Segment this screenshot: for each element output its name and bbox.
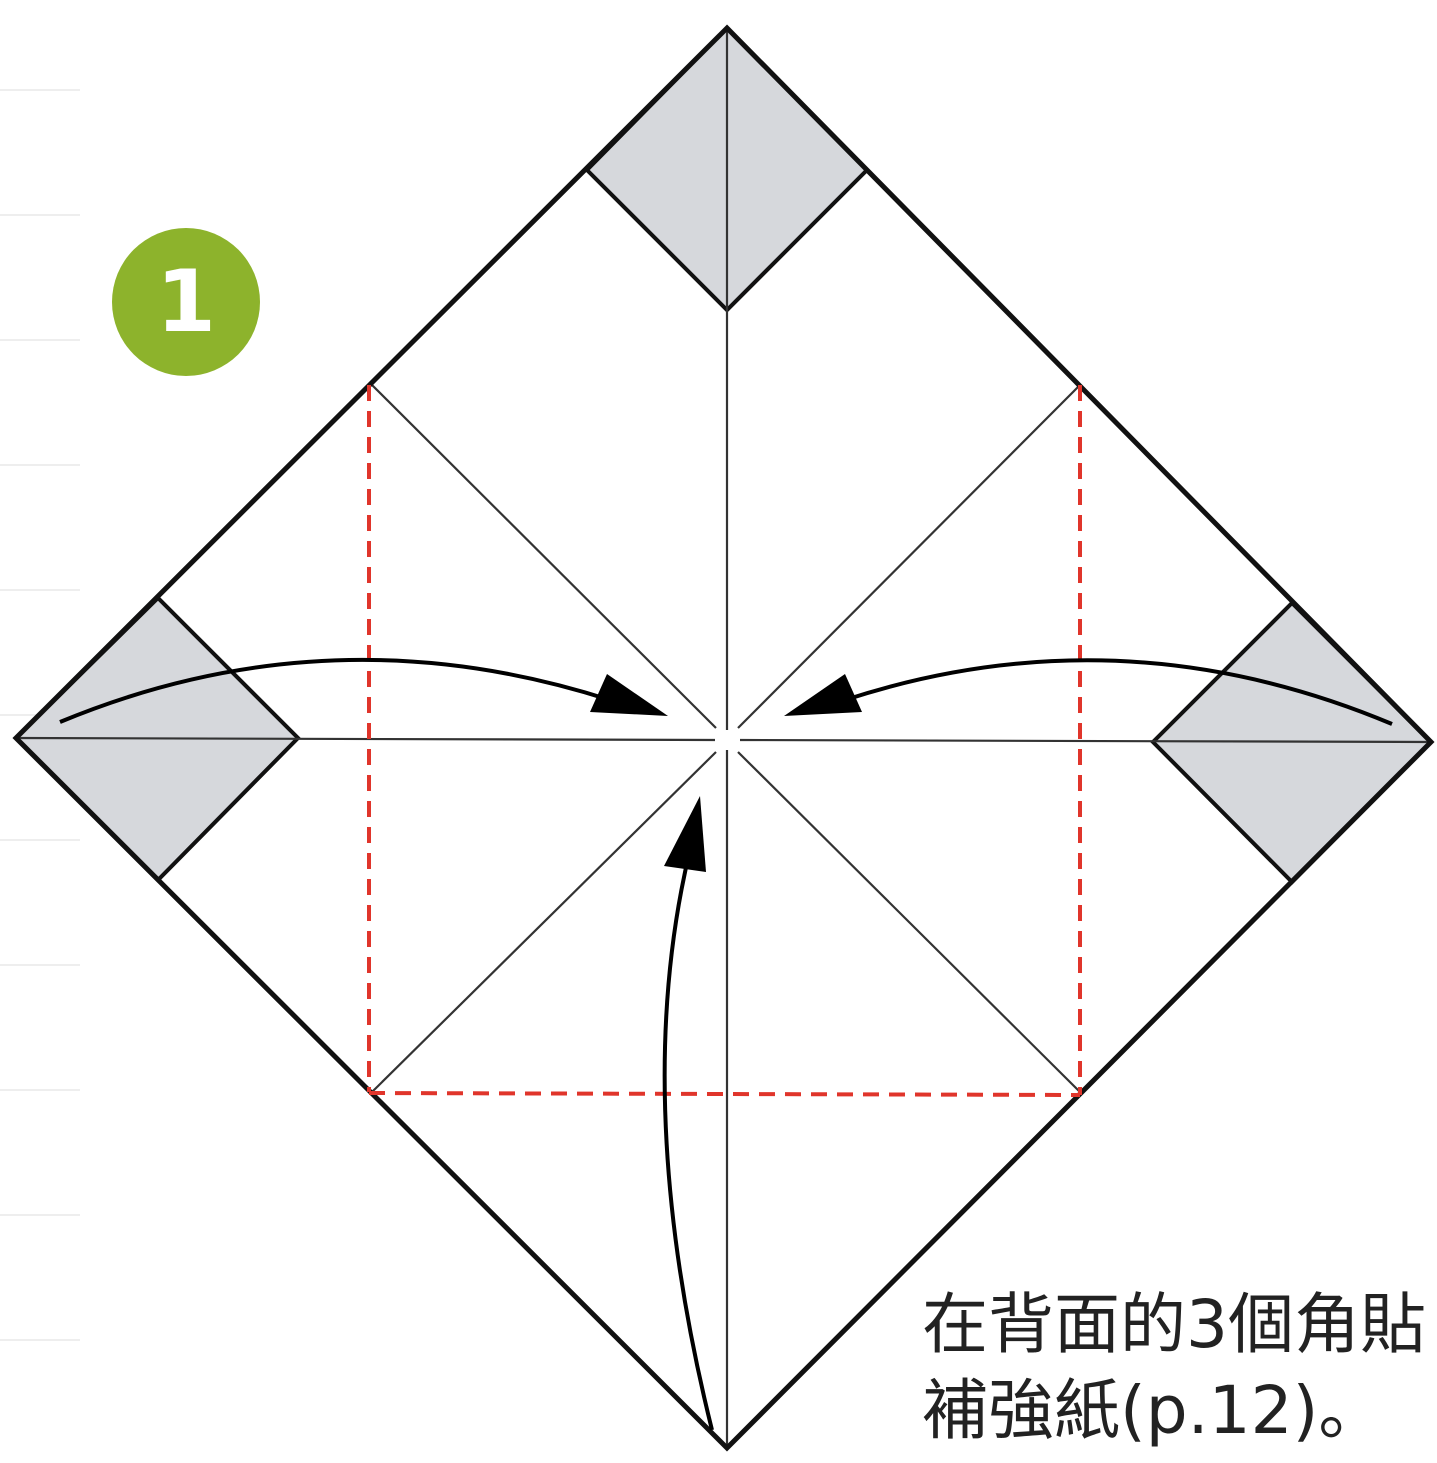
instruction-caption: 在背面的3個角貼 補強紙(p.12)。 — [922, 1282, 1437, 1454]
crease-horizontal-right — [739, 738, 1432, 744]
crease-lines — [15, 28, 1432, 1448]
arrowhead-left — [590, 674, 668, 716]
valley-fold-dashed-lines — [367, 385, 1082, 1097]
fold-arrow-left — [59, 657, 611, 724]
caption-line-2: 補強紙(p.12)。 — [922, 1372, 1385, 1449]
fold-arrowheads — [590, 674, 862, 872]
crease-diag-lower-left — [371, 751, 717, 1093]
center-point — [721, 734, 733, 746]
arrowhead-bottom — [664, 796, 706, 872]
fold-arrow-right — [844, 658, 1393, 726]
arrowhead-right — [784, 674, 862, 716]
fold-arrows — [59, 657, 1393, 1431]
valley-fold-bottom — [368, 1091, 1081, 1097]
step-number: 1 — [156, 252, 216, 352]
crease-horizontal-left — [15, 736, 716, 742]
fold-arrow-bottom — [662, 849, 714, 1431]
crease-diag-lower-right — [737, 751, 1081, 1093]
paper-outline — [12, 24, 1435, 1452]
step-number-badge: 1 — [112, 228, 260, 376]
crease-diag-upper-left — [371, 384, 717, 729]
caption-line-1: 在背面的3個角貼 — [922, 1286, 1426, 1363]
crease-diag-upper-right — [737, 384, 1081, 729]
